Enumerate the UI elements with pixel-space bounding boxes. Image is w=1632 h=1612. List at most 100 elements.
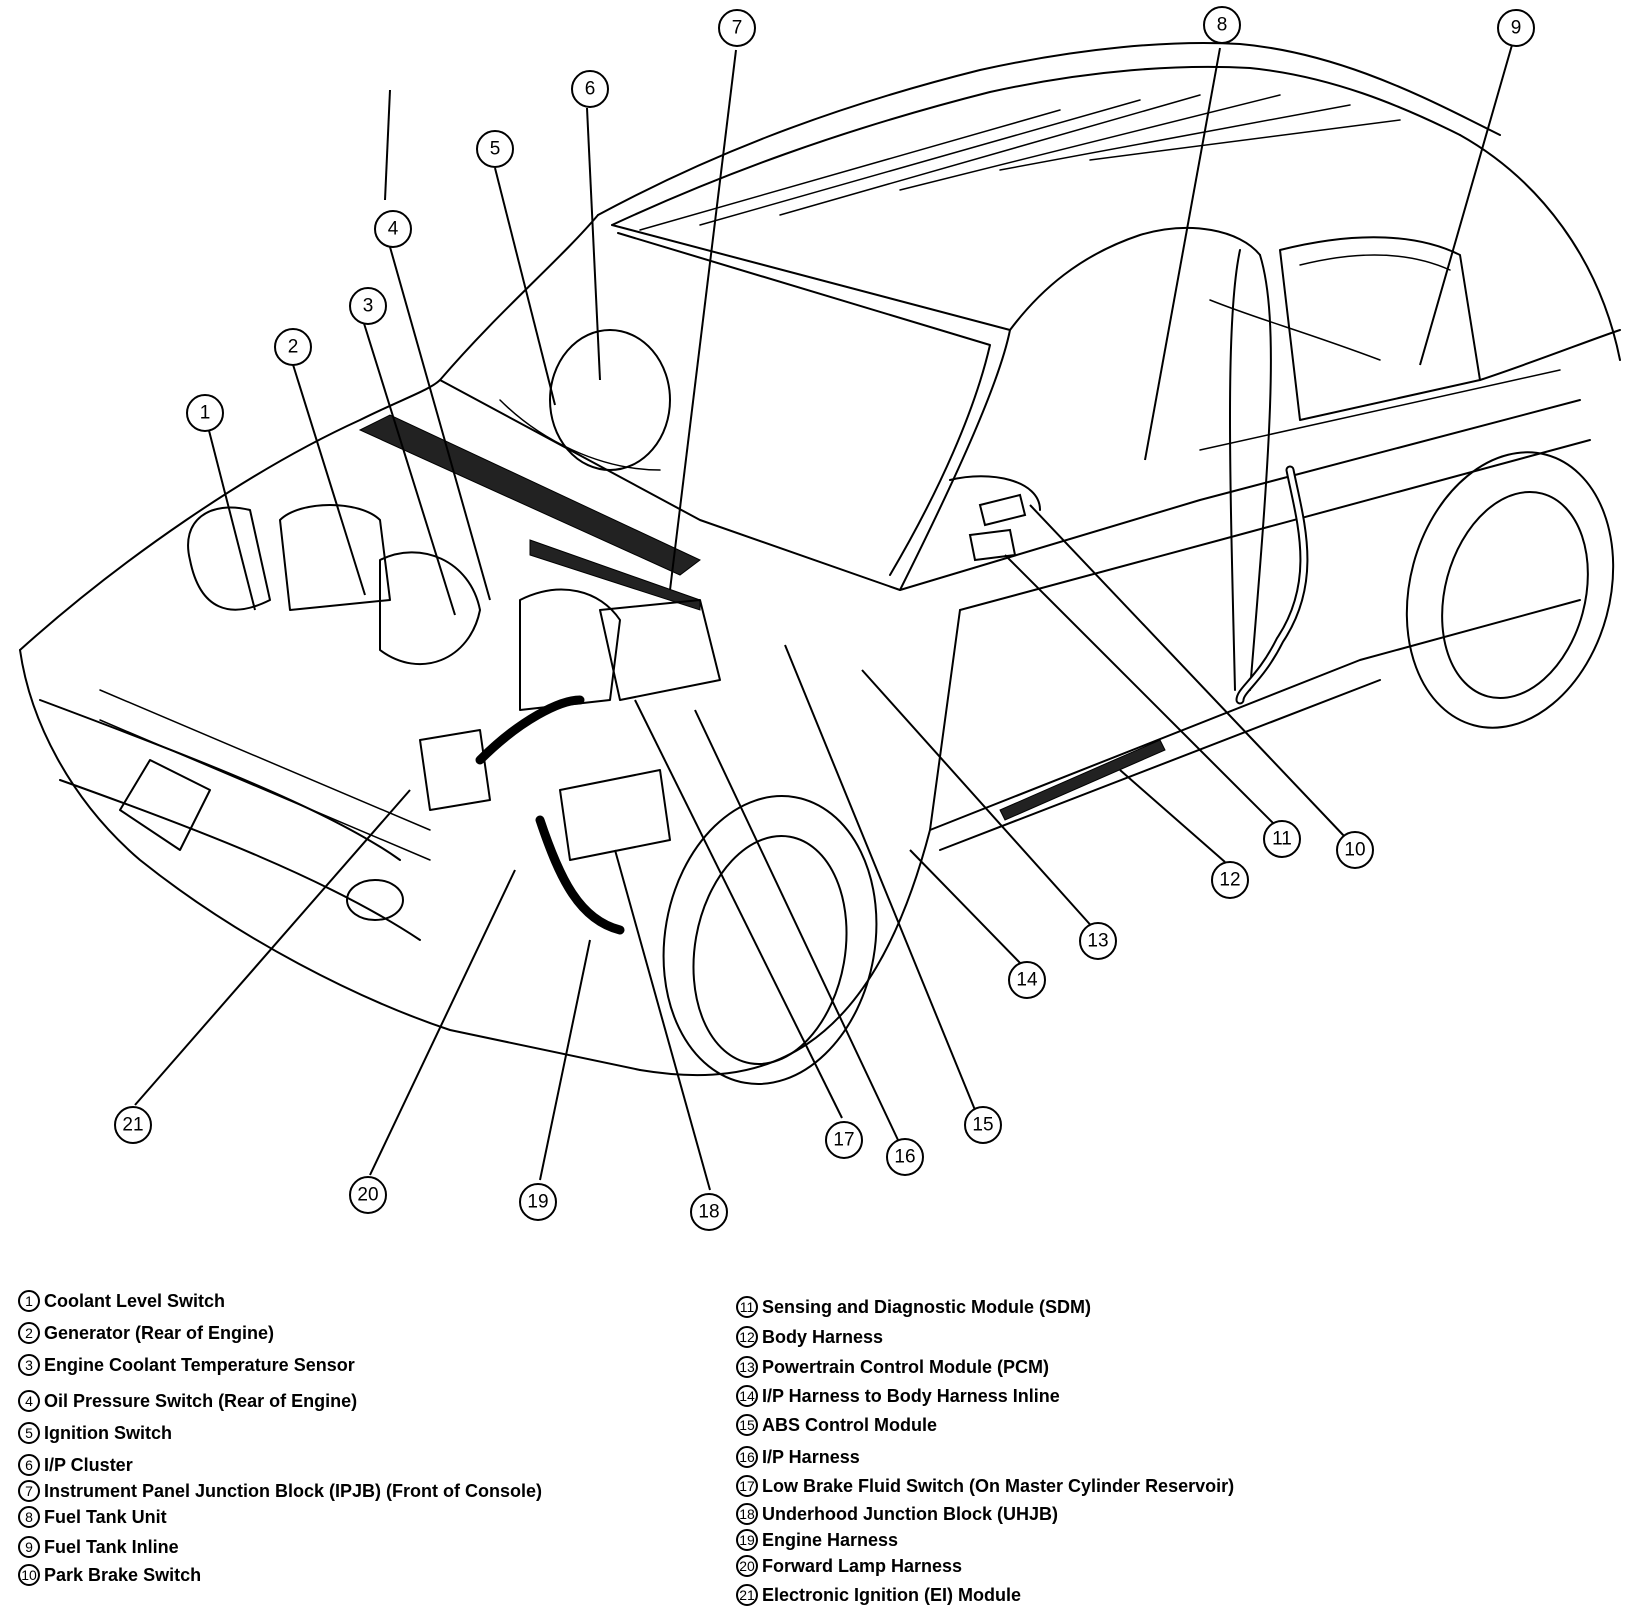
legend-label: Low Brake Fluid Switch (On Master Cylind…	[762, 1475, 1235, 1496]
callouts: 1 2 3 4 5 6 7 8 9 10 11 12 13 14 15 16 1…	[114, 6, 1535, 1231]
svg-text:6: 6	[585, 79, 596, 100]
callout-5: 5	[476, 130, 514, 168]
svg-text:21: 21	[122, 1115, 143, 1136]
callout-10: 10	[1336, 831, 1374, 869]
legend-label: Engine Harness	[762, 1529, 899, 1550]
svg-text:8: 8	[1217, 15, 1228, 36]
legend-label: Coolant Level Switch	[44, 1290, 226, 1311]
callout-12: 12	[1211, 861, 1249, 899]
legend-label: Ignition Switch	[44, 1422, 172, 1443]
legend-number: 17	[736, 1475, 758, 1497]
callout-19: 19	[519, 1183, 557, 1221]
callout-17: 17	[825, 1121, 863, 1159]
legend-number: 16	[736, 1446, 758, 1468]
callout-21: 21	[114, 1106, 152, 1144]
svg-text:9: 9	[1511, 18, 1522, 39]
legend-label: Generator (Rear of Engine)	[44, 1322, 275, 1343]
vehicle-component-diagram: 1 2 3 4 5 6 7 8 9 10 11 12 13 14 15 16 1…	[19, 6, 1621, 1231]
svg-text:19: 19	[527, 1192, 548, 1213]
legend-number: 21	[736, 1584, 758, 1606]
svg-text:7: 7	[732, 18, 743, 39]
legend-label: I/P Cluster	[44, 1454, 133, 1475]
legend-number: 19	[736, 1529, 758, 1551]
callout-9: 9	[1497, 9, 1535, 47]
callout-16: 16	[886, 1138, 924, 1176]
legend-number: 10	[18, 1564, 40, 1586]
svg-text:1: 1	[200, 403, 211, 424]
svg-text:3: 3	[363, 296, 374, 317]
legend-label: ABS Control Module	[762, 1414, 937, 1435]
svg-text:12: 12	[1219, 870, 1240, 891]
legend-label: Fuel Tank Inline	[44, 1536, 179, 1557]
legend-label: I/P Harness	[762, 1446, 860, 1467]
svg-text:18: 18	[698, 1202, 719, 1223]
svg-text:2: 2	[288, 337, 299, 358]
svg-text:20: 20	[357, 1185, 378, 1206]
svg-text:11: 11	[1272, 829, 1292, 850]
svg-text:17: 17	[833, 1130, 854, 1151]
callout-6: 6	[571, 70, 609, 108]
callout-8: 8	[1203, 6, 1241, 44]
svg-text:15: 15	[972, 1115, 993, 1136]
legend-number: 12	[736, 1326, 758, 1348]
leader-lines	[134, 44, 1513, 1191]
legend-label: Instrument Panel Junction Block (IPJB) (…	[44, 1480, 543, 1501]
legend-number: 1	[18, 1290, 40, 1312]
legend-label: Park Brake Switch	[44, 1564, 202, 1585]
legend-number: 3	[18, 1354, 40, 1376]
callout-1: 1	[186, 394, 224, 432]
callout-7: 7	[718, 9, 756, 47]
callout-15: 15	[964, 1106, 1002, 1144]
callout-13: 13	[1079, 922, 1117, 960]
legend-number: 11	[736, 1296, 758, 1318]
callout-14: 14	[1008, 961, 1046, 999]
legend-number: 15	[736, 1414, 758, 1436]
legend-label: Fuel Tank Unit	[44, 1506, 167, 1527]
callout-2: 2	[274, 328, 312, 366]
legend-number: 8	[18, 1506, 40, 1528]
svg-text:13: 13	[1087, 931, 1108, 952]
car-body	[19, 42, 1621, 1085]
callout-11: 11	[1263, 820, 1301, 858]
legend-number: 18	[736, 1503, 758, 1525]
legend-number: 2	[18, 1322, 40, 1344]
callout-3: 3	[349, 287, 387, 325]
svg-text:10: 10	[1344, 840, 1365, 861]
legend-label: Underhood Junction Block (UHJB)	[762, 1503, 1058, 1524]
legend-number: 20	[736, 1555, 758, 1577]
legend-label: Forward Lamp Harness	[762, 1555, 963, 1576]
callout-20: 20	[349, 1176, 387, 1214]
legend-number: 4	[18, 1390, 40, 1412]
legend-number: 9	[18, 1536, 40, 1558]
legend-label: Electronic Ignition (EI) Module	[762, 1584, 1021, 1605]
legend-label: Powertrain Control Module (PCM)	[762, 1356, 1049, 1377]
svg-text:14: 14	[1016, 970, 1038, 991]
legend-number: 14	[736, 1385, 758, 1407]
legend-label: Engine Coolant Temperature Sensor	[44, 1354, 355, 1375]
svg-text:5: 5	[490, 139, 501, 160]
legend-number: 5	[18, 1422, 40, 1444]
